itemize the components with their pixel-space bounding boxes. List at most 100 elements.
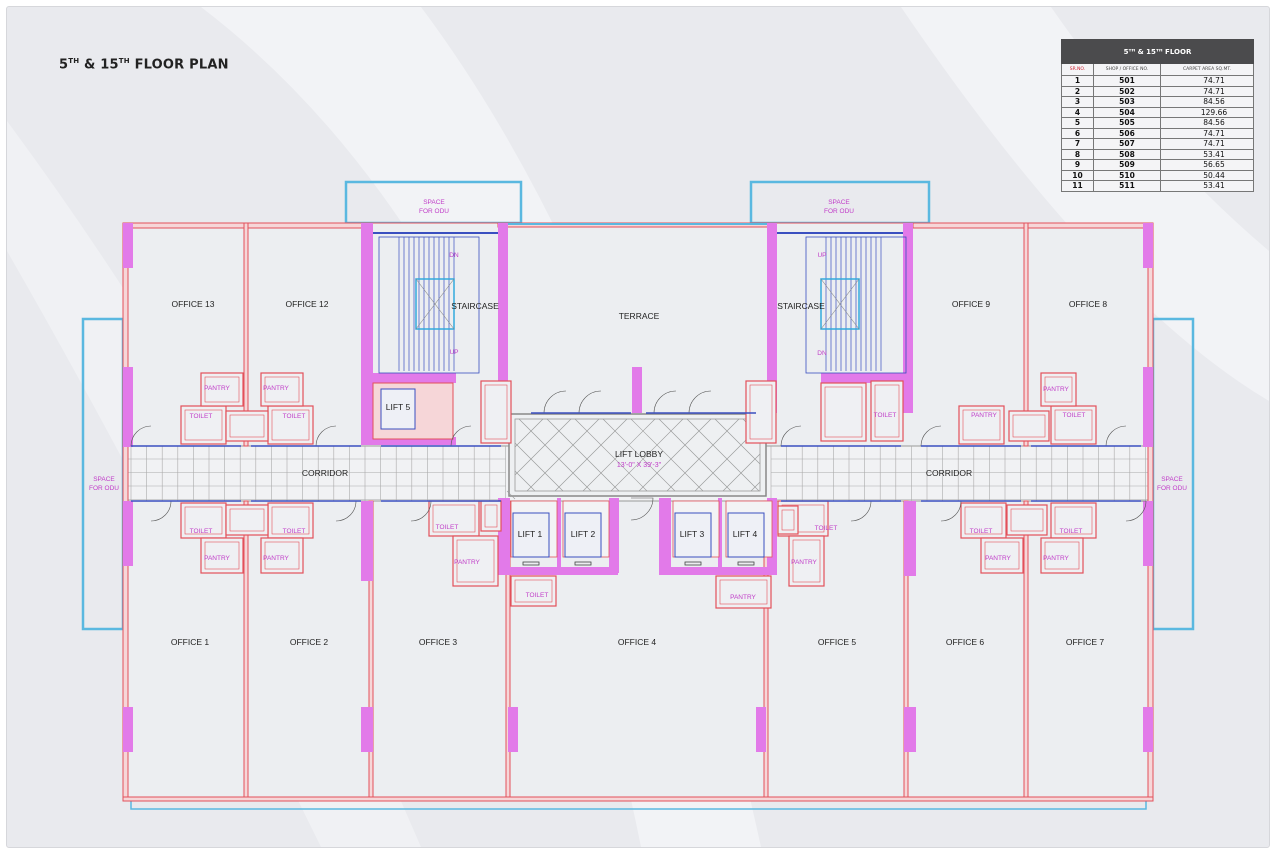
column bbox=[557, 498, 561, 573]
odu-space-label: SPACE bbox=[93, 476, 115, 483]
column bbox=[1143, 367, 1153, 447]
column bbox=[123, 501, 133, 566]
office-no-cell: 507 bbox=[1093, 138, 1161, 150]
sr-no-cell: 6 bbox=[1061, 127, 1094, 139]
wall bbox=[1023, 222, 1029, 447]
outline bbox=[484, 504, 498, 528]
office-4-label: OFFICE 4 bbox=[618, 637, 657, 647]
table-header: 5ᵀᴴ & 15ᵀᴴ FLOOR bbox=[1061, 39, 1254, 64]
outline bbox=[574, 561, 592, 566]
sr-no-cell: 9 bbox=[1061, 159, 1094, 171]
plan-line bbox=[415, 278, 455, 330]
stair-well bbox=[820, 278, 860, 330]
pantry-label: PANTRY bbox=[1043, 386, 1069, 393]
toilet-pantry-room bbox=[1040, 537, 1084, 574]
toilet-label: TOILET bbox=[1060, 528, 1083, 535]
toilet-pantry-room bbox=[980, 537, 1024, 574]
pantry-label: PANTRY bbox=[791, 559, 817, 566]
outline bbox=[432, 504, 476, 533]
column bbox=[123, 223, 133, 268]
toilet-label: TOILET bbox=[970, 528, 993, 535]
toilet-label: TOILET bbox=[1063, 412, 1086, 419]
office-9-label: OFFICE 9 bbox=[952, 299, 991, 309]
outline bbox=[749, 384, 773, 440]
toilet-pantry-room bbox=[180, 502, 227, 539]
outline bbox=[229, 414, 265, 438]
corridor-label: CORRIDOR bbox=[302, 468, 348, 478]
office-no-cell: 506 bbox=[1093, 127, 1161, 139]
toilet-pantry-room bbox=[1050, 405, 1097, 445]
toilet-pantry-room bbox=[745, 380, 777, 444]
sr-no-cell: 11 bbox=[1061, 180, 1094, 192]
outline bbox=[737, 561, 755, 566]
outline bbox=[456, 539, 495, 583]
plan-line bbox=[506, 490, 516, 500]
toilet-pantry-room bbox=[788, 535, 825, 587]
outline bbox=[962, 409, 1001, 441]
lift-2-label: LIFT 2 bbox=[571, 529, 596, 539]
toilet-pantry-room bbox=[452, 535, 499, 587]
carpet-area-cell: 50.44 bbox=[1160, 169, 1254, 181]
sr-no-cell: 8 bbox=[1061, 148, 1094, 160]
pantry-label: PANTRY bbox=[730, 594, 756, 601]
toilet-pantry-room bbox=[225, 504, 269, 536]
column bbox=[904, 707, 916, 752]
carpet-area-cell: 53.41 bbox=[1160, 180, 1254, 192]
column-header: SHOP / OFFICE NO. bbox=[1093, 63, 1161, 76]
column bbox=[1143, 223, 1153, 268]
toilet-label: TOILET bbox=[190, 413, 213, 420]
office-1-label: OFFICE 1 bbox=[171, 637, 210, 647]
outline bbox=[378, 236, 480, 374]
column bbox=[361, 373, 456, 383]
toilet-pantry-room bbox=[260, 372, 304, 407]
toilet-label: TOILET bbox=[283, 528, 306, 535]
pantry-label: PANTRY bbox=[263, 555, 289, 562]
stair-dn-label: DN bbox=[449, 252, 459, 259]
lift-car bbox=[512, 512, 550, 558]
terrace-label: TERRACE bbox=[619, 311, 660, 321]
outline bbox=[1044, 376, 1073, 403]
outline bbox=[204, 541, 240, 570]
column bbox=[903, 223, 913, 413]
office-no-cell: 504 bbox=[1093, 106, 1161, 118]
toilet-label: TOILET bbox=[283, 413, 306, 420]
toilet-pantry-room bbox=[428, 500, 480, 537]
outline bbox=[684, 561, 702, 566]
column bbox=[1143, 707, 1153, 752]
pantry-label: PANTRY bbox=[1043, 555, 1069, 562]
column bbox=[659, 498, 671, 573]
toilet-pantry-room bbox=[480, 500, 502, 532]
plan-line bbox=[526, 418, 600, 492]
toilet-pantry-room bbox=[1006, 504, 1048, 536]
carpet-area-cell: 84.56 bbox=[1160, 96, 1254, 108]
wall bbox=[243, 222, 249, 447]
outline bbox=[514, 579, 553, 603]
office-7-label: OFFICE 7 bbox=[1066, 637, 1105, 647]
office-no-cell: 502 bbox=[1093, 85, 1161, 97]
pantry-label: PANTRY bbox=[204, 385, 230, 392]
plan-line bbox=[666, 418, 740, 492]
lift-4-label: LIFT 4 bbox=[733, 529, 758, 539]
outline bbox=[824, 386, 863, 438]
outline bbox=[264, 541, 300, 570]
column bbox=[609, 498, 619, 573]
plan-line bbox=[610, 418, 684, 492]
carpet-area-cell: 74.71 bbox=[1160, 85, 1254, 97]
office-no-cell: 505 bbox=[1093, 117, 1161, 129]
outline bbox=[984, 541, 1020, 570]
column bbox=[508, 707, 518, 752]
outline bbox=[264, 376, 300, 403]
column bbox=[718, 498, 722, 573]
stair-well bbox=[415, 278, 455, 330]
carpet-area-cell: 53.41 bbox=[1160, 148, 1254, 160]
column bbox=[904, 501, 916, 576]
outline bbox=[805, 236, 907, 374]
carpet-area-cell: 74.71 bbox=[1160, 138, 1254, 150]
plan-line bbox=[750, 481, 761, 492]
sr-no-cell: 10 bbox=[1061, 169, 1094, 181]
